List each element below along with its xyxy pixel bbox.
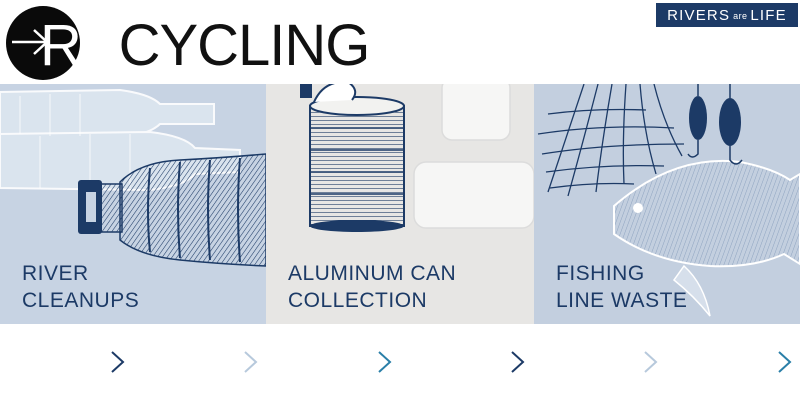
panel-label: RIVER CLEANUPS: [22, 260, 139, 314]
title-part-rest: CYCLING: [118, 13, 371, 78]
panel-label: FISHING LINE WASTE: [556, 260, 687, 314]
brand-text-right: LIFE: [750, 6, 787, 24]
fishing-net-and-fish-illustration: [537, 84, 800, 317]
brand-text-middle: are: [733, 11, 748, 21]
page-header: RECYCLING RIVERS are LIFE: [0, 0, 800, 84]
panel-river-cleanups: RIVER CLEANUPS: [0, 84, 266, 324]
panel-aluminum-can-collection: ALUMINUM CAN COLLECTION: [266, 84, 534, 324]
title-part-inverted: RE: [40, 13, 120, 78]
brand-text-left: RIVERS: [667, 6, 731, 24]
plastic-bottles-illustration: [0, 88, 266, 267]
arrow-right-icon: [675, 351, 792, 373]
arrow-right-icon: [541, 351, 658, 373]
arrow-right-icon: [12, 29, 49, 55]
arrow-right-icon: [141, 351, 258, 373]
panel-label-line2: CLEANUPS: [22, 289, 140, 312]
aluminum-cans-illustration: [300, 84, 534, 232]
panel-label-line1: RIVER: [22, 262, 89, 285]
category-panels: RIVER CLEANUPS: [0, 84, 800, 324]
panel-label: ALUMINUM CAN COLLECTION: [288, 260, 456, 314]
arrow-right-icon: [408, 351, 525, 373]
arrow-row: [0, 345, 800, 379]
panel-label-line1: ALUMINUM CAN: [288, 262, 457, 285]
panel-label-line1: FISHING: [556, 262, 645, 285]
panel-label-line2: LINE WASTE: [556, 289, 688, 312]
arrow-right-icon: [275, 351, 392, 373]
arrow-right-icon: [8, 351, 125, 373]
panel-label-line2: COLLECTION: [288, 289, 428, 312]
page-title: RECYCLING: [12, 13, 371, 79]
brand-badge: RIVERS are LIFE: [656, 3, 798, 27]
panel-fishing-line-waste: FISHING LINE WASTE: [534, 84, 800, 324]
